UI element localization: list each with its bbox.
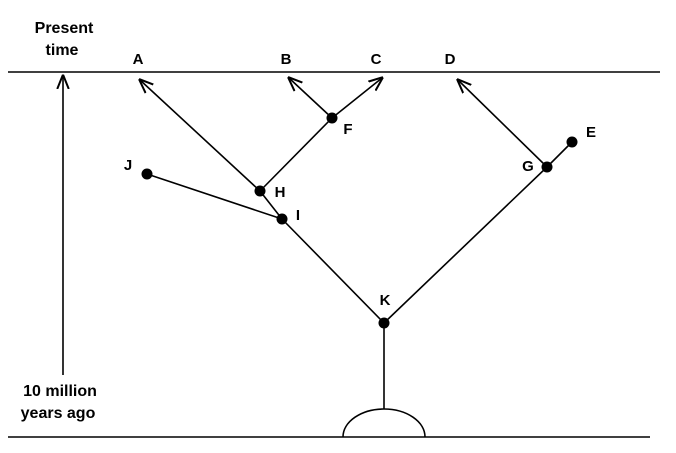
node-e-dot — [566, 136, 578, 148]
ten-million-years-label-line1: 10 million — [23, 383, 97, 400]
node-label-e: E — [586, 124, 596, 141]
node-label-b: B — [281, 51, 292, 68]
branch-g-e — [546, 141, 573, 168]
node-label-c: C — [371, 51, 382, 68]
present-time-label-line2: time — [46, 42, 79, 59]
root-semicircle — [342, 408, 426, 438]
branch-k-g — [383, 166, 548, 324]
node-h-dot — [254, 185, 266, 197]
node-k-dot — [378, 317, 390, 329]
branch-h-a — [140, 80, 261, 192]
branch-i-h — [259, 190, 283, 220]
node-label-k: K — [380, 292, 391, 309]
branch-g-d — [458, 80, 548, 168]
node-g-dot — [541, 161, 553, 173]
branch-i-j — [146, 173, 283, 220]
present-time-label-line1: Present — [35, 20, 94, 37]
branch-f-c — [331, 78, 382, 119]
node-label-h: H — [275, 184, 286, 201]
node-label-i: I — [296, 207, 300, 224]
node-i-dot — [276, 213, 288, 225]
node-j-dot — [141, 168, 153, 180]
node-label-f: F — [343, 121, 352, 138]
ten-million-years-label-line2: years ago — [21, 405, 96, 422]
node-f-dot — [326, 112, 338, 124]
node-label-d: D — [445, 51, 456, 68]
branch-f-b — [289, 78, 333, 119]
node-label-j: J — [124, 157, 132, 174]
node-label-a: A — [133, 51, 144, 68]
node-label-g: G — [522, 158, 534, 175]
branch-k-i — [281, 218, 385, 324]
branch-h-f — [259, 117, 333, 192]
